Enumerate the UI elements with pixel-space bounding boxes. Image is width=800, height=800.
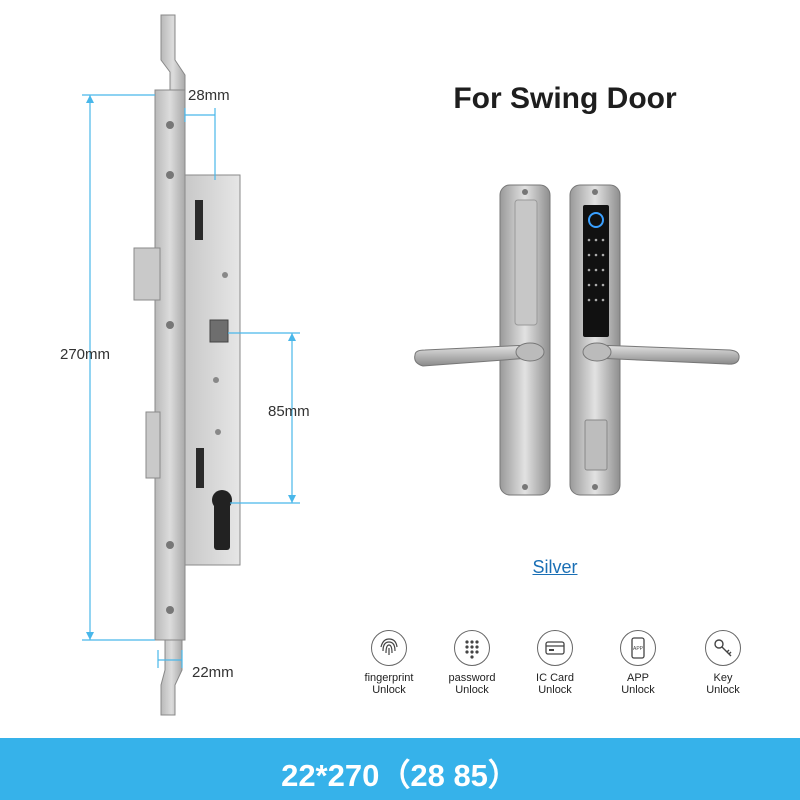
fingerprint-icon <box>371 630 407 666</box>
footer-spec-text: 22*270（28 85） <box>281 758 519 793</box>
feature-app: APP APP Unlock <box>598 630 678 696</box>
feature-label: IC Card Unlock <box>536 672 574 696</box>
lock-handles-image <box>414 184 740 496</box>
key-icon <box>705 630 741 666</box>
feature-label: fingerprint Unlock <box>364 672 414 696</box>
feature-label: APP Unlock <box>621 672 655 696</box>
color-option-silver[interactable]: Silver <box>532 557 578 577</box>
feature-label: password Unlock <box>448 672 496 696</box>
feature-password: password Unlock <box>432 630 512 696</box>
mortise-lock-diagram <box>82 14 300 716</box>
dimension-height-total: 270mm <box>60 346 111 363</box>
product-title: For Swing Door <box>453 82 677 115</box>
dimension-width-top: 28mm <box>188 87 230 104</box>
footer-banner <box>0 738 800 800</box>
dimension-cylinder-distance: 85mm <box>268 403 310 420</box>
feature-ic-card: IC Card Unlock <box>515 630 595 696</box>
feature-key: Key Unlock <box>683 630 763 696</box>
ic-card-icon <box>537 630 573 666</box>
feature-label: Key Unlock <box>706 672 740 696</box>
keypad-icon <box>454 630 490 666</box>
feature-fingerprint: fingerprint Unlock <box>349 630 429 696</box>
dimension-width-bottom: 22mm <box>192 664 234 681</box>
svg-text:APP: APP <box>633 646 644 652</box>
app-phone-icon: APP <box>620 630 656 666</box>
